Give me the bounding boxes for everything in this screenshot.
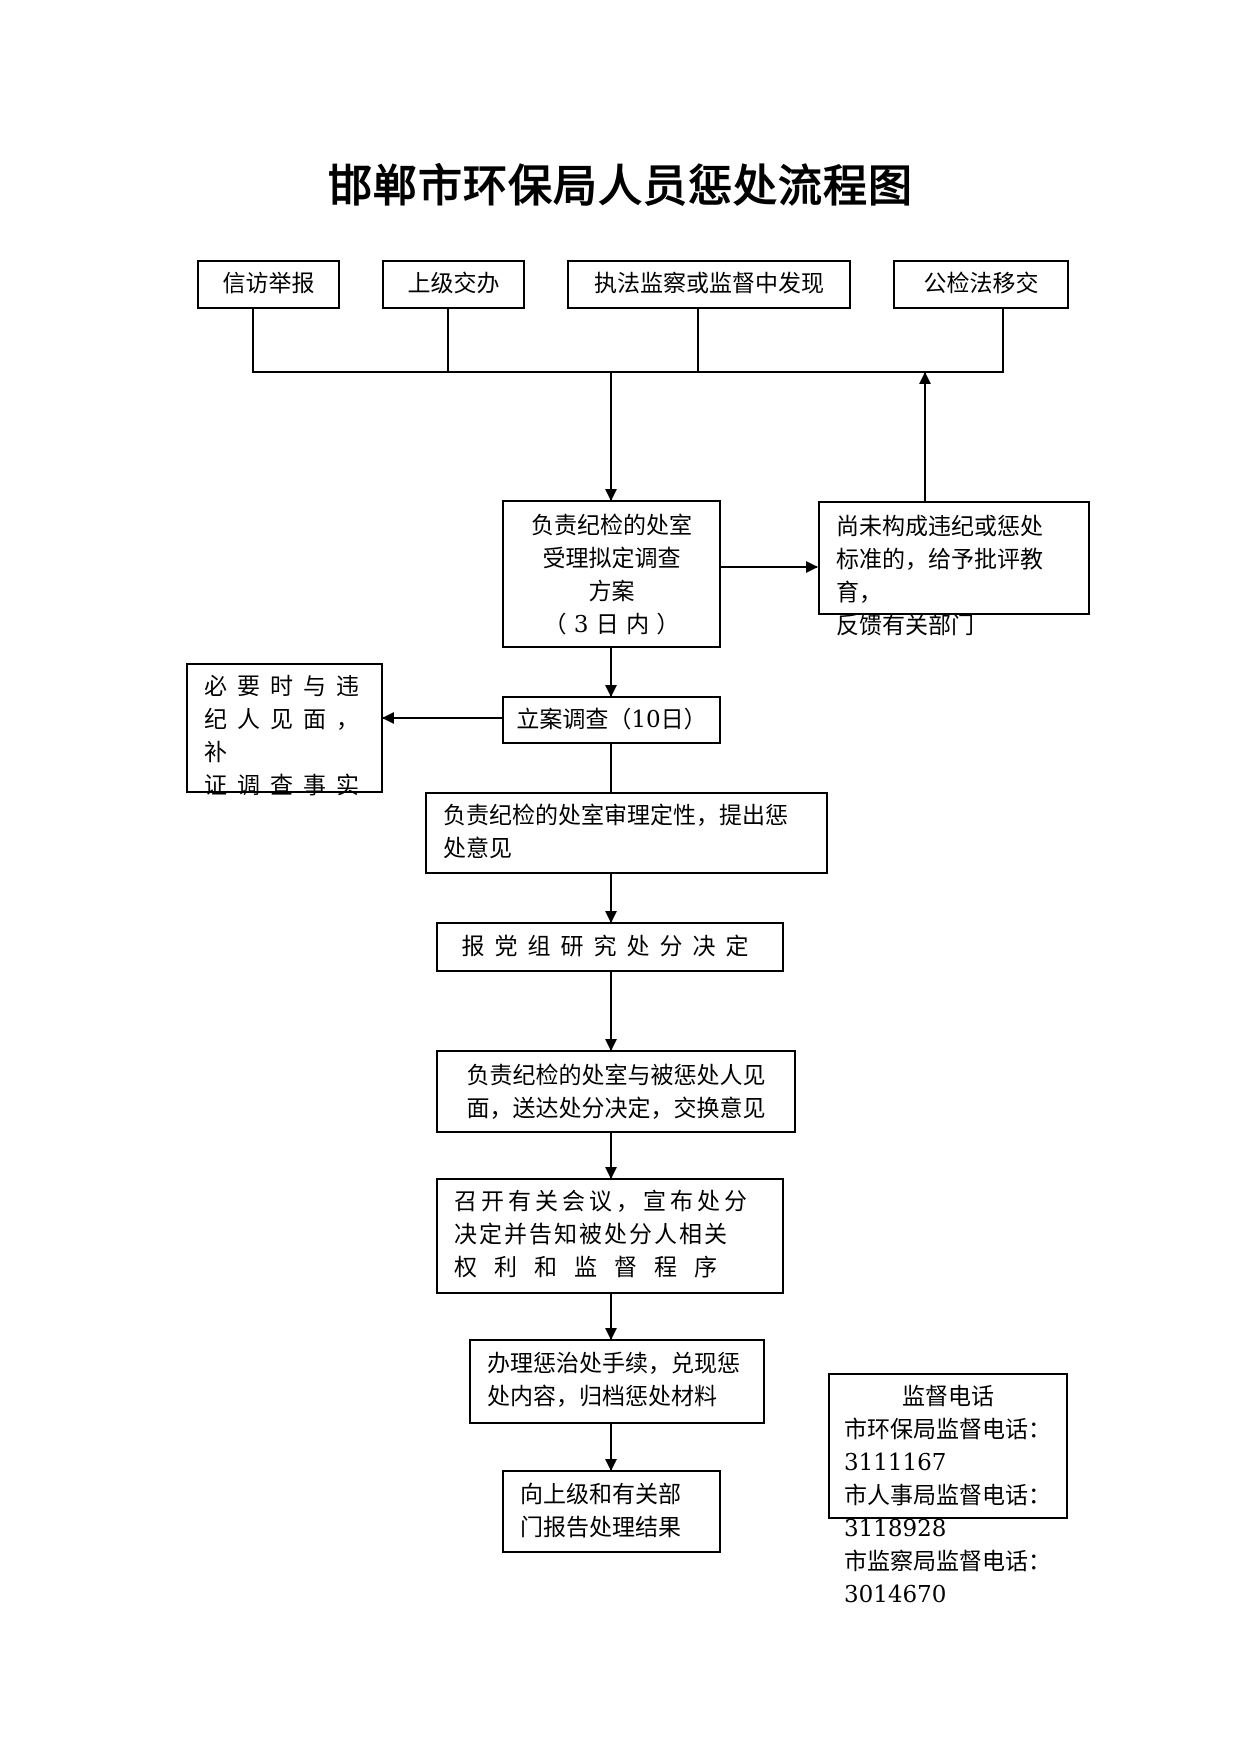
step-announce-decision: 召开有关会议，宣布处分 决定并告知被处分人相关 权利和监督程序 [436,1178,784,1294]
step-no-violation: 尚未构成违纪或惩处 标准的，给予批评教育， 反馈有关部门 [818,501,1090,639]
source-label: 执法监察或监督中发现 [594,271,824,297]
source-label: 公检法移交 [923,271,1039,297]
step-execute-punishment: 办理惩治处手续，兑现惩 处内容，归档惩处材料 [469,1339,765,1424]
step-party-decision: 报党组研究处分决定 [436,922,784,972]
step-review: 负责纪检的处室审理定性，提出惩 处意见 [425,792,828,874]
source-label: 上级交办 [407,271,500,297]
source-box-judicial: 公检法移交 [893,260,1069,309]
page-title: 邯郸市环保局人员惩处流程图 [328,161,913,212]
step-deliver-decision: 负责纪检的处室与被惩处人见 面，送达处分决定，交换意见 [436,1050,796,1133]
step-report-result: 向上级和有关部 门报告处理结果 [502,1470,721,1553]
source-label: 信访举报 [222,271,315,297]
supervision-line: 市监察局监督电话：3014670 [844,1549,1051,1608]
step-accept-case: 负责纪检的处室 受理拟定调查 方案 （ 3 日 内 ） [502,500,721,648]
supervision-phone-box: 监督电话 市环保局监督电话：3111167 市人事局监督电话：3118928 市… [828,1373,1068,1608]
source-box-superior: 上级交办 [382,260,525,309]
source-box-petition: 信访举报 [197,260,340,309]
supervision-line: 市人事局监督电话：3118928 [844,1483,1051,1542]
step-meet-violator: 必要时与违 纪人见面，补 证调查事实 [186,663,383,799]
step-investigate: 立案调查（10日） [502,696,721,744]
supervision-line: 市环保局监督电话：3111167 [844,1417,1051,1476]
source-box-inspection: 执法监察或监督中发现 [567,260,851,309]
supervision-heading: 监督电话 [902,1384,994,1410]
